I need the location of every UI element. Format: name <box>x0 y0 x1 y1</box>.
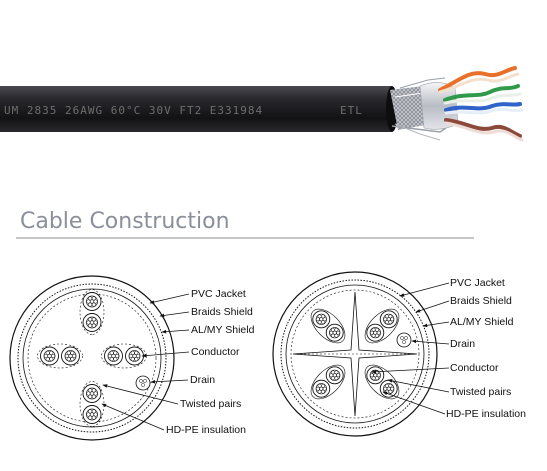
al-my-shield-ring <box>285 284 425 424</box>
label-conductor: Conductor <box>450 362 499 374</box>
twisted-pair <box>79 381 105 427</box>
conductor <box>82 405 102 424</box>
diagram-right <box>272 271 438 437</box>
section-heading: Cable Construction <box>20 209 230 234</box>
conductor <box>82 384 102 403</box>
conductor <box>312 310 331 329</box>
conductor <box>379 379 398 398</box>
twisted-pair <box>310 308 346 344</box>
conductor <box>325 323 344 342</box>
label-conductor: Conductor <box>191 346 240 358</box>
conductor <box>312 379 331 398</box>
conductor <box>366 366 385 385</box>
braid-shield-ring <box>17 283 167 433</box>
label-pvc-jacket: PVC Jacket <box>191 288 246 300</box>
conductor <box>379 310 398 329</box>
twisted-pairs-right <box>310 308 400 400</box>
twisted-pair-brown <box>444 118 524 142</box>
twisted-pair <box>37 343 83 369</box>
cable-jacket <box>0 86 392 132</box>
twisted-pair-orange <box>438 66 520 94</box>
conductor <box>40 346 59 366</box>
drain-wire <box>396 332 412 348</box>
twisted-pair <box>364 308 400 344</box>
label-hd-pe-insulation: HD-PE insulation <box>166 424 246 436</box>
conductor <box>325 366 344 385</box>
jacket-printing-end: ETL <box>340 104 363 117</box>
conductor <box>61 346 80 366</box>
conductor <box>82 292 102 311</box>
cross-separator <box>292 291 418 417</box>
conductor <box>366 323 385 342</box>
label-braids-shield: Braids Shield <box>191 306 253 318</box>
drain-wire <box>135 375 151 391</box>
leader-lines-right <box>371 282 450 415</box>
al-my-shield-ring <box>22 288 162 428</box>
conductor <box>82 313 102 332</box>
labels-left: PVC Jacket Braids Shield AL/MY Shield Co… <box>166 288 255 436</box>
twisted-pair <box>101 343 147 369</box>
label-twisted-pairs: Twisted pairs <box>450 386 511 398</box>
twisted-pair-green <box>443 84 522 105</box>
conductor <box>104 346 123 366</box>
label-hd-pe-insulation: HD-PE insulation <box>446 408 526 420</box>
jacket-printing: UM 2835 26AWG 60°C 30V FT2 E331984 <box>4 104 263 117</box>
twisted-pairs-left <box>37 289 147 427</box>
cable-photo: UM 2835 26AWG 60°C 30V FT2 E331984 ETL <box>0 66 524 142</box>
label-al-my-shield: AL/MY Shield <box>191 324 255 336</box>
label-al-my-shield: AL/MY Shield <box>450 316 514 328</box>
label-twisted-pairs: Twisted pairs <box>180 398 241 410</box>
filler-boundary <box>290 289 420 419</box>
label-drain: Drain <box>190 374 215 386</box>
conductor <box>125 346 144 366</box>
diagram-left <box>9 275 175 441</box>
label-pvc-jacket: PVC Jacket <box>450 277 505 289</box>
twisted-pair-blue <box>444 102 524 115</box>
label-drain: Drain <box>450 338 475 350</box>
twisted-pair <box>310 364 346 400</box>
labels-right: PVC Jacket Braids Shield AL/MY Shield Dr… <box>446 277 526 420</box>
label-braids-shield: Braids Shield <box>450 295 512 307</box>
leader-lines-left <box>101 293 190 431</box>
twisted-pair <box>79 289 105 335</box>
